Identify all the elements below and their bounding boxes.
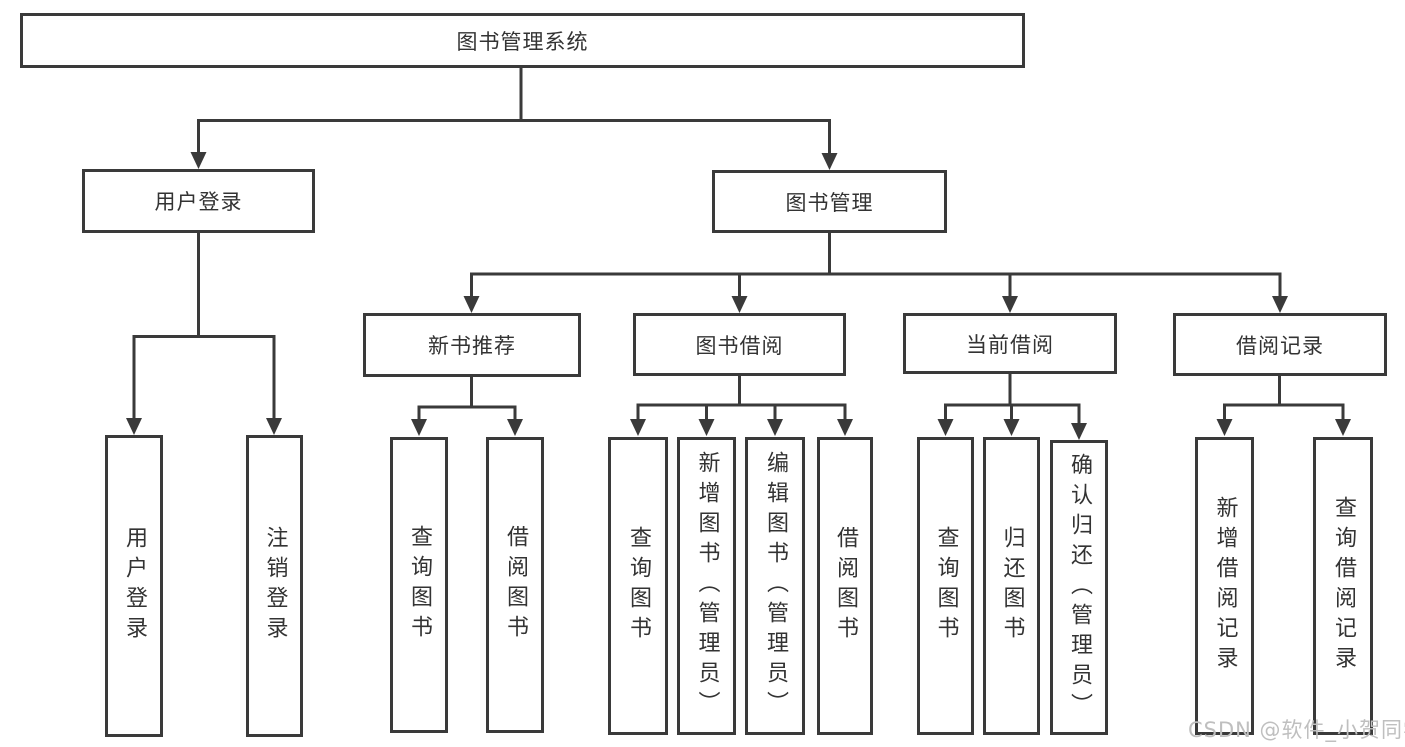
leaf-user-login: 用户登录	[105, 435, 163, 737]
arrow-down-icons	[126, 152, 1351, 440]
watermark: CSDN @软件_小贺同学	[1188, 718, 1405, 742]
node-new-book-recommend: 新书推荐	[363, 313, 581, 377]
leaf-borrow-books-2: 借阅图书	[817, 437, 873, 735]
leaf-add-book-admin: 新增图书（管理员）	[677, 437, 736, 735]
node-borrow-records: 借阅记录	[1173, 313, 1387, 376]
node-user-login: 用户登录	[82, 169, 315, 233]
node-system: 图书管理系统	[20, 13, 1025, 68]
leaf-query-books-2: 查询图书	[608, 437, 668, 735]
node-book-management: 图书管理	[712, 170, 947, 233]
leaf-confirm-return-admin: 确认归还（管理员）	[1050, 440, 1108, 735]
leaf-edit-book-admin: 编辑图书（管理员）	[745, 437, 805, 735]
leaf-logout: 注销登录	[246, 435, 303, 737]
leaf-query-books-1: 查询图书	[390, 437, 448, 733]
leaf-query-books-3: 查询图书	[917, 437, 974, 735]
node-book-borrow: 图书借阅	[633, 313, 846, 376]
leaf-add-borrow-record: 新增借阅记录	[1195, 437, 1254, 735]
leaf-query-borrow-record: 查询借阅记录	[1313, 437, 1373, 735]
leaf-return-book: 归还图书	[983, 437, 1040, 735]
node-current-borrow: 当前借阅	[903, 313, 1117, 374]
leaf-borrow-books-1: 借阅图书	[486, 437, 544, 733]
